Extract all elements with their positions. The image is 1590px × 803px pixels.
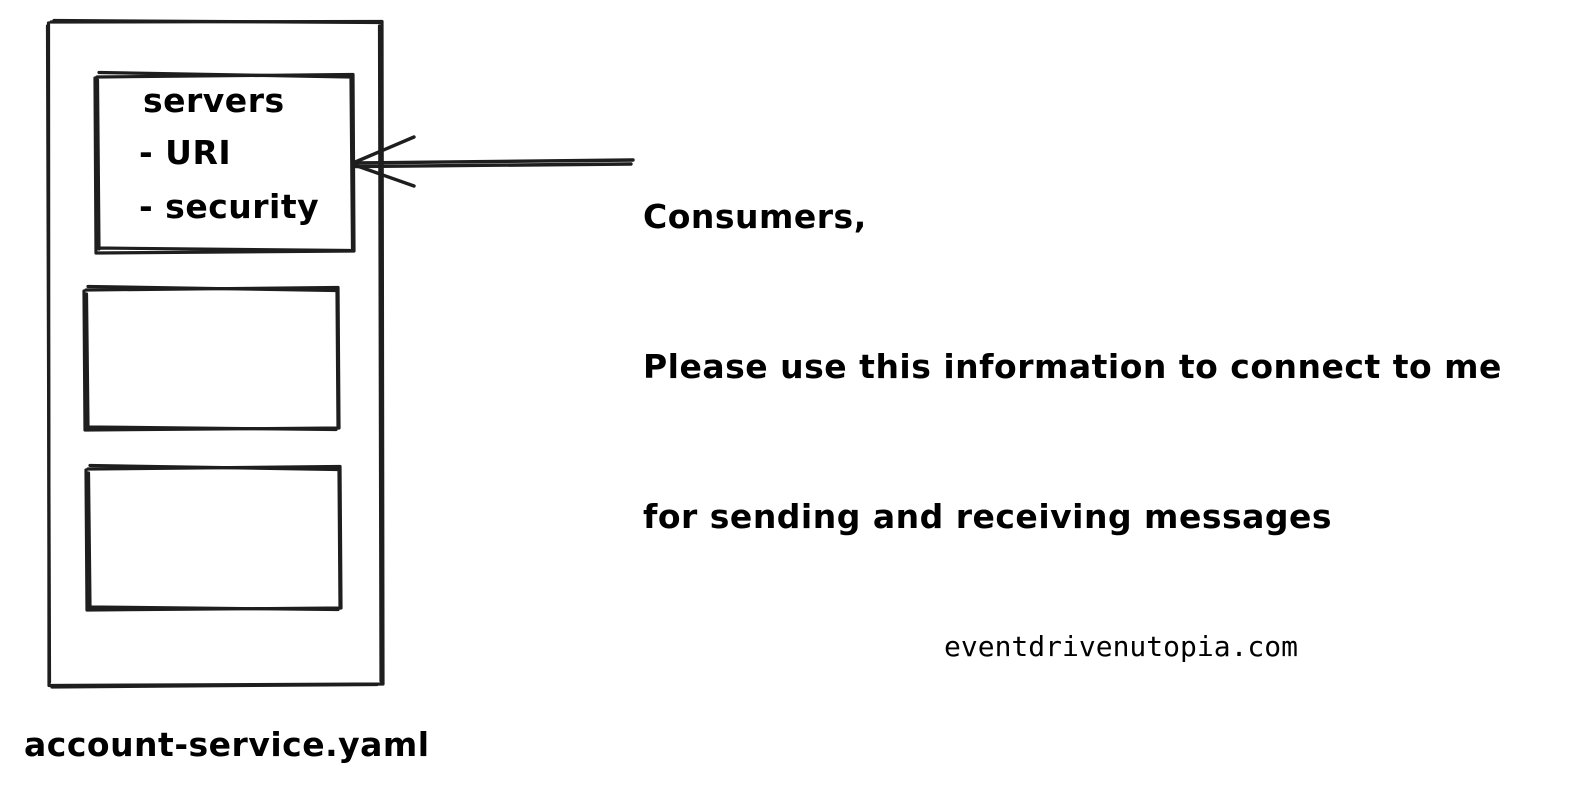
consumers-annotation: Consumers, Please use this information t… <box>643 92 1502 642</box>
servers-section-title: servers <box>143 81 285 120</box>
outer-container-rect <box>45 18 385 689</box>
file-name-label: account-service.yaml <box>24 725 430 764</box>
servers-item-security: - security <box>139 187 320 226</box>
annotation-arrow <box>351 135 635 188</box>
annotation-line-3: for sending and receiving messages <box>643 497 1333 536</box>
annotation-line-2: Please use this information to connect t… <box>643 347 1502 386</box>
third-box-rect <box>84 463 343 612</box>
site-watermark: eventdrivenutopia.com <box>944 630 1299 663</box>
servers-item-uri: - URI <box>139 133 232 172</box>
annotation-line-1: Consumers, <box>643 197 867 236</box>
second-box-rect <box>82 284 341 432</box>
